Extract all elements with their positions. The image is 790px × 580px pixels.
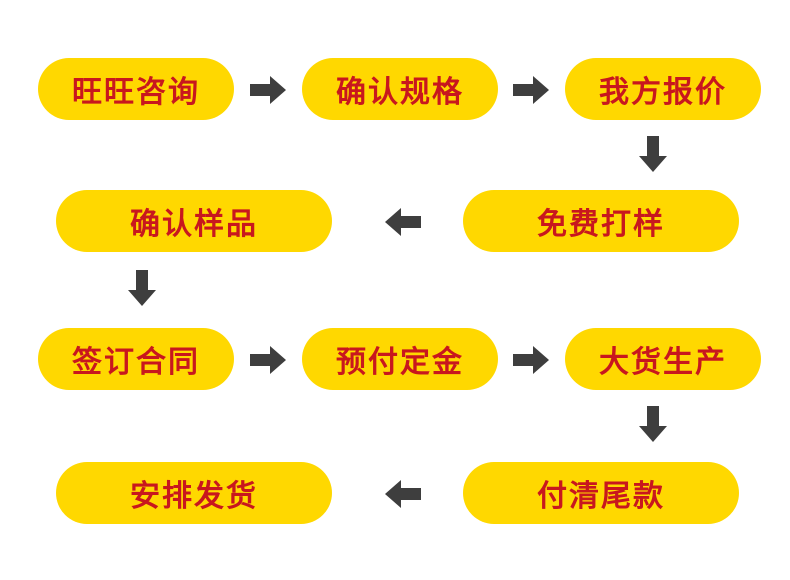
step-wangwang-consult: 旺旺咨询 (38, 58, 234, 120)
arrow-right-icon (250, 76, 286, 104)
step-pay-balance: 付清尾款 (463, 462, 739, 524)
arrow-down-icon (639, 406, 667, 442)
step-sign-contract: 签订合同 (38, 328, 234, 390)
arrow-right-icon (513, 76, 549, 104)
step-free-sampling: 免费打样 (463, 190, 739, 252)
arrow-right-icon (250, 346, 286, 374)
arrow-right-icon (513, 346, 549, 374)
step-our-quote: 我方报价 (565, 58, 761, 120)
arrow-down-icon (639, 136, 667, 172)
step-confirm-specs: 确认规格 (302, 58, 498, 120)
arrow-left-icon (385, 480, 421, 508)
step-mass-production: 大货生产 (565, 328, 761, 390)
step-confirm-sample: 确认样品 (56, 190, 332, 252)
arrow-down-icon (128, 270, 156, 306)
step-arrange-shipping: 安排发货 (56, 462, 332, 524)
arrow-left-icon (385, 208, 421, 236)
step-prepay-deposit: 预付定金 (302, 328, 498, 390)
